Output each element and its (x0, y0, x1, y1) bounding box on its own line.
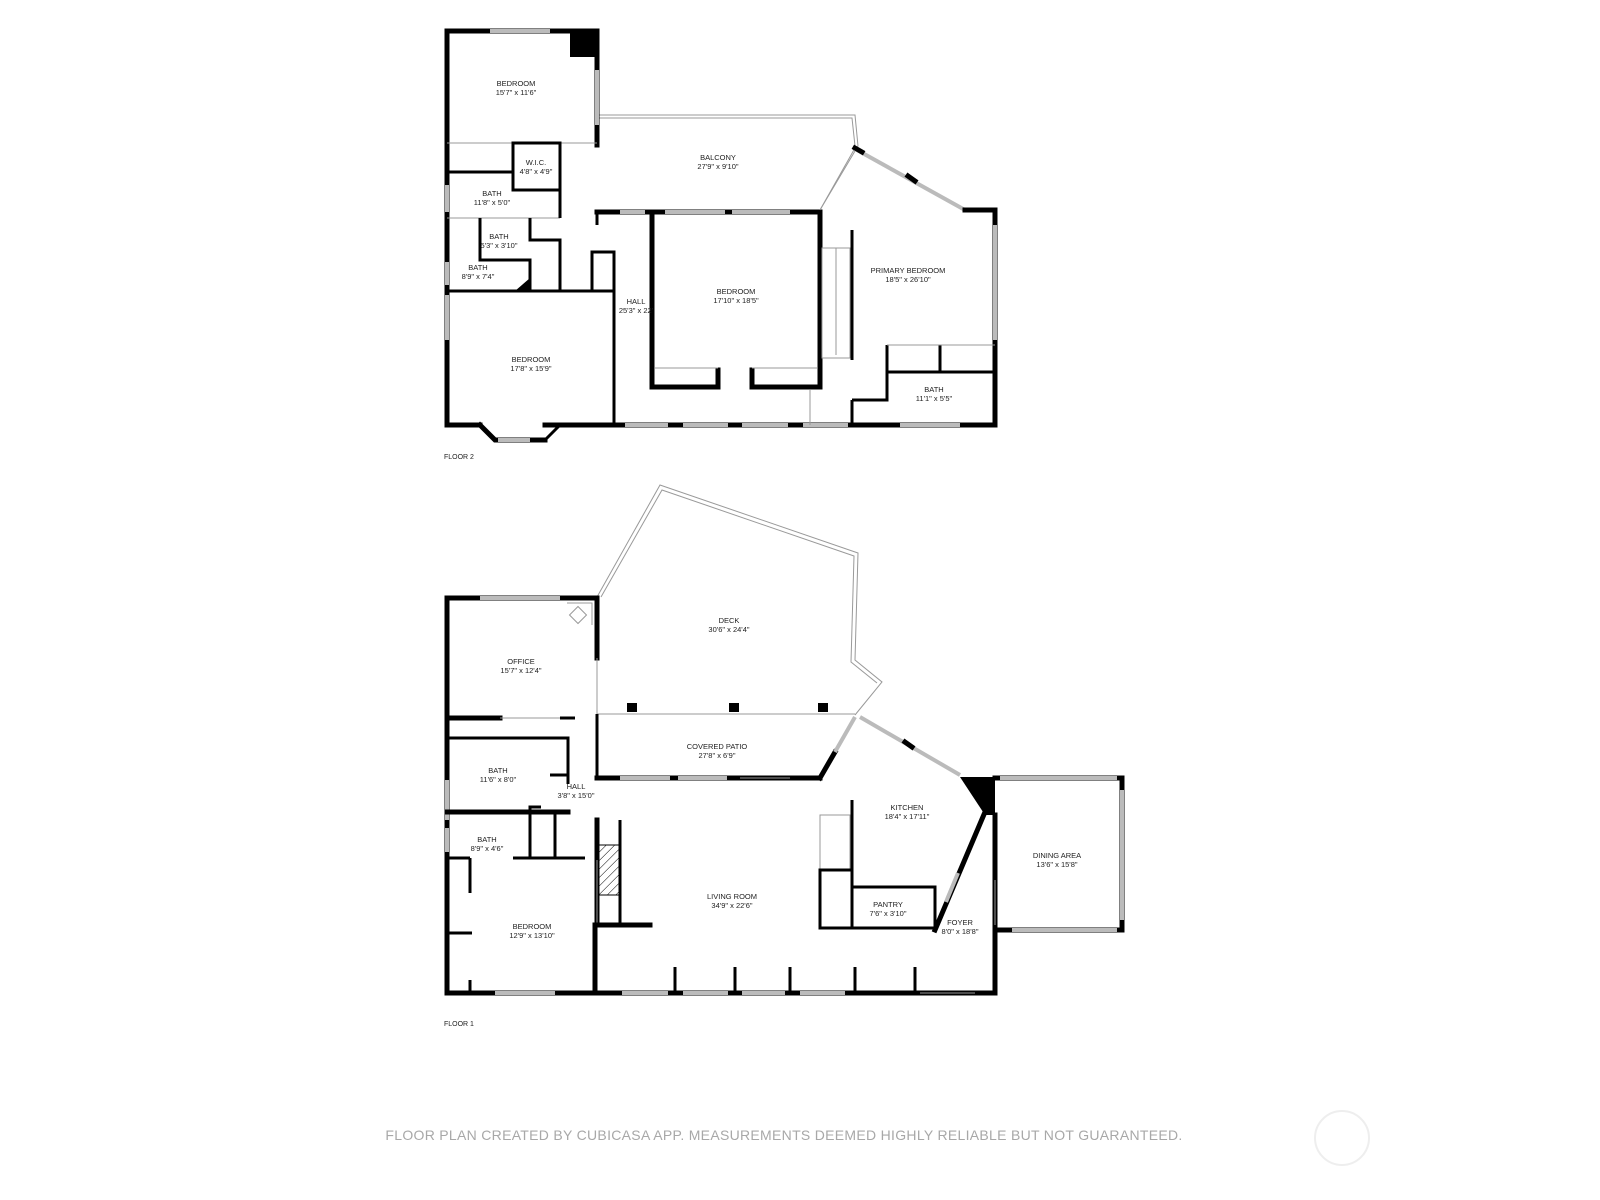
window (944, 872, 960, 903)
stairs (819, 814, 851, 871)
wall-corner (960, 777, 995, 815)
fireplace (594, 817, 653, 928)
wall (962, 207, 998, 428)
floor-2-plan (444, 28, 998, 443)
floor-label: FLOOR 1 (444, 1021, 474, 1028)
room-name: OFFICE (507, 657, 535, 666)
room-dims: 13'6" x 15'8" (1036, 860, 1077, 869)
room-name: HALL (567, 782, 586, 791)
room-name: BATH (924, 385, 943, 394)
room-dims: 18'4" x 17'11" (885, 812, 930, 821)
pantry-walls (852, 885, 937, 930)
wall (515, 278, 530, 291)
floor-1-labels: DECK 30'6" x 24'4" OFFICE 15'7" x 12'4" … (444, 616, 1081, 1028)
wall (904, 172, 919, 185)
floor-2-labels: BEDROOM 15'7" x 11'6" W.I.C. 4'8" x 4'9"… (444, 79, 953, 461)
room-dims: 17'8" x 15'9" (510, 364, 551, 373)
post (818, 703, 828, 712)
room-name: BEDROOM (513, 922, 552, 931)
stairs (821, 247, 851, 359)
room-dims: 30'6" x 24'4" (708, 625, 749, 634)
room-name: W.I.C. (526, 158, 546, 167)
room-name: BATH (482, 189, 501, 198)
wall-stubs (673, 967, 917, 993)
wall (816, 748, 839, 782)
room-name: BATH (477, 835, 496, 844)
wall (851, 144, 866, 156)
balcony-railing-inner (597, 117, 856, 147)
door-line (819, 147, 856, 211)
room-dims: 11'8" x 5'0" (474, 198, 511, 207)
wic-walls (511, 141, 562, 192)
room-dims: 17'10" x 18'5" (713, 296, 759, 305)
room-dims: 5'3" x 3'10" (481, 241, 518, 250)
post (627, 703, 637, 712)
wall (931, 808, 989, 934)
deck-railing (596, 484, 883, 716)
room-name: DECK (719, 616, 740, 625)
wall (528, 218, 562, 291)
room-dims: 8'0" x 18'8" (942, 927, 979, 936)
wall (749, 209, 823, 390)
room-dims: 27'9" x 9'10" (697, 162, 738, 171)
room-name: BEDROOM (497, 79, 536, 88)
room-dims: 25'3" x 22' (619, 306, 654, 315)
wall (649, 209, 721, 390)
post (729, 703, 739, 712)
room-dims: 27'8" x 6'9" (699, 751, 736, 760)
window (833, 716, 857, 753)
room-name: PRIMARY BEDROOM (871, 266, 946, 275)
room-dims: 4'8" x 4'9" (520, 167, 553, 176)
floor-1-plan (444, 484, 1125, 996)
fireplace-corner (567, 602, 593, 625)
room-name: BATH (488, 766, 507, 775)
room-dims: 11'6" x 8'0" (480, 775, 517, 784)
room-dims: 7'6" x 3'10" (870, 909, 907, 918)
room-name: BATH (468, 263, 487, 272)
bay-window-wall (476, 421, 548, 443)
wall (528, 805, 541, 858)
disclaimer-footer: FLOOR PLAN CREATED BY CUBICASA APP. MEAS… (385, 1127, 1183, 1143)
room-dims: 15'7" x 11'6" (496, 88, 537, 97)
room-name: HALL (627, 297, 646, 306)
room-name: LIVING ROOM (707, 892, 757, 901)
room-name: BEDROOM (717, 287, 756, 296)
room-name: COVERED PATIO (687, 742, 748, 751)
wall (818, 868, 852, 930)
room-dims: 34'9" x 22'6" (711, 901, 752, 910)
wall (901, 738, 916, 751)
wall (444, 28, 600, 428)
room-name: PANTRY (873, 900, 903, 909)
room-name: BATH (489, 232, 508, 241)
floor-label: FLOOR 2 (444, 454, 474, 461)
room-dims: 18'5" x 26'10" (885, 275, 931, 284)
room-dims: 8'9" x 7'4" (462, 272, 495, 281)
room-name: BALCONY (700, 153, 736, 162)
room-dims: 11'1" x 5'5" (916, 394, 953, 403)
room-dims: 15'7" x 12'4" (500, 666, 541, 675)
wall (590, 250, 616, 425)
cubicasa-logo-icon (1314, 1110, 1370, 1166)
room-name: DINING AREA (1033, 851, 1081, 860)
wall (478, 218, 532, 291)
room-dims: 12'9" x 13'10" (509, 931, 555, 940)
room-name: FOYER (947, 918, 973, 927)
balcony-railing (597, 114, 859, 211)
deck-railing-inner (600, 489, 878, 684)
room-dims: 8'9" x 4'6" (471, 844, 504, 853)
room-dims: 3'8" x 15'0" (558, 791, 595, 800)
wall (852, 345, 889, 402)
room-name: BEDROOM (512, 355, 551, 364)
wall (447, 736, 570, 784)
chimney (570, 31, 597, 57)
room-name: KITCHEN (891, 803, 924, 812)
